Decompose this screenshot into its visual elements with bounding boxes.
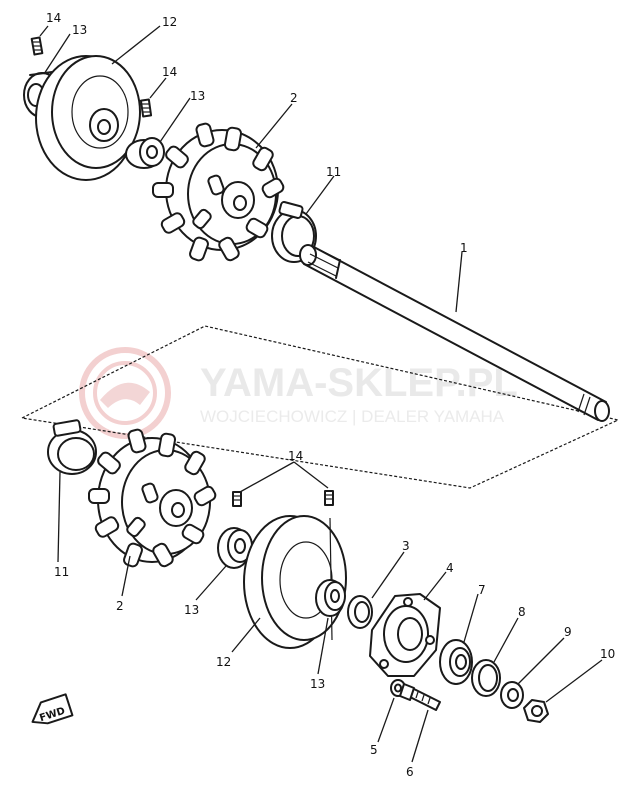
washer xyxy=(500,681,524,709)
collar-bottom-mid xyxy=(315,579,346,617)
callouts: 14 13 12 14 13 2 11 1 11 2 13 14 12 13 3… xyxy=(46,11,615,779)
drive-sprocket-bottom xyxy=(88,428,217,568)
callout-2-top: 2 xyxy=(290,91,298,105)
sprocket-teeth xyxy=(152,122,285,262)
callout-14-top-left: 14 xyxy=(46,11,61,25)
drive-shaft xyxy=(299,244,610,422)
callout-11-bottom: 11 xyxy=(54,565,69,579)
bolt xyxy=(399,683,441,711)
spacer xyxy=(347,595,373,629)
drive-sprocket-top xyxy=(152,122,285,262)
callout-14-bottom: 14 xyxy=(288,449,303,463)
callout-11-top: 11 xyxy=(326,165,341,179)
callout-8: 8 xyxy=(518,605,526,619)
callout-3: 3 xyxy=(402,539,410,553)
leader-lines xyxy=(39,25,603,763)
callout-12-top: 12 xyxy=(162,15,177,29)
nut xyxy=(523,699,549,723)
callout-4: 4 xyxy=(446,561,454,575)
set-screw-bottom-right xyxy=(324,490,334,506)
watermark-subtitle: WOJCIECHOWICZ | DEALER YAMAHA xyxy=(200,407,505,426)
callout-13-top-mid: 13 xyxy=(190,89,205,103)
callout-5: 5 xyxy=(370,743,378,757)
set-screw-top-mid xyxy=(139,98,153,118)
bearing-housing xyxy=(369,593,441,677)
callout-12-bottom: 12 xyxy=(216,655,231,669)
callout-2-bottom: 2 xyxy=(116,599,124,613)
callout-13-bottom-mid: 13 xyxy=(310,677,325,691)
reference-plane xyxy=(20,325,620,489)
bearing xyxy=(439,639,473,685)
set-screw-bottom-left xyxy=(232,491,242,507)
callout-13-top-left: 13 xyxy=(72,23,87,37)
callout-9: 9 xyxy=(564,625,572,639)
callout-7: 7 xyxy=(478,583,486,597)
idler-wheel-top xyxy=(35,55,141,181)
hose-clamp-bottom xyxy=(47,419,97,475)
fwd-arrow-icon: FWD xyxy=(31,693,74,725)
watermark: YAMA-SKLEP.PL WOJCIECHOWICZ | DEALER YAM… xyxy=(79,347,518,439)
collar-top-mid xyxy=(125,137,165,169)
callout-13-bottom-left: 13 xyxy=(184,603,199,617)
idler-wheel-bottom xyxy=(243,515,347,649)
callout-6: 6 xyxy=(406,765,414,779)
callout-14-top-mid: 14 xyxy=(162,65,177,79)
watermark-title: YAMA-SKLEP.PL xyxy=(200,361,518,405)
snap-ring xyxy=(471,659,501,697)
collar-bottom-left xyxy=(217,527,253,569)
callout-10: 10 xyxy=(600,647,615,661)
callout-1: 1 xyxy=(460,241,468,255)
set-screw-top-left xyxy=(30,36,44,56)
watermark-logo xyxy=(79,347,171,439)
